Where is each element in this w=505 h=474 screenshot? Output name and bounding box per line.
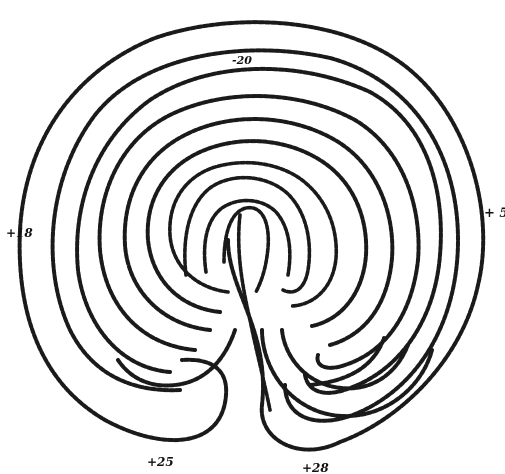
labyrinth-lower-left-hook: [118, 330, 235, 386]
labyrinth-wall-9: [205, 201, 290, 275]
labyrinth-wall-7: [170, 163, 336, 306]
labyrinth-labels: -20 + 5 +18 +25 +28: [6, 54, 505, 474]
labyrinth-wall-8: [185, 178, 310, 292]
labyrinth-wall-5: [125, 119, 393, 345]
labyrinth-paths: [20, 22, 484, 449]
labyrinth-center-spine: [239, 215, 270, 410]
label-top: -20: [232, 54, 252, 67]
label-right: + 5: [484, 206, 505, 221]
label-bottom-left: +25: [147, 455, 174, 469]
label-bottom-right: +28: [302, 461, 329, 474]
label-left: +18: [6, 226, 33, 240]
labyrinth-center-loop: [224, 208, 268, 292]
